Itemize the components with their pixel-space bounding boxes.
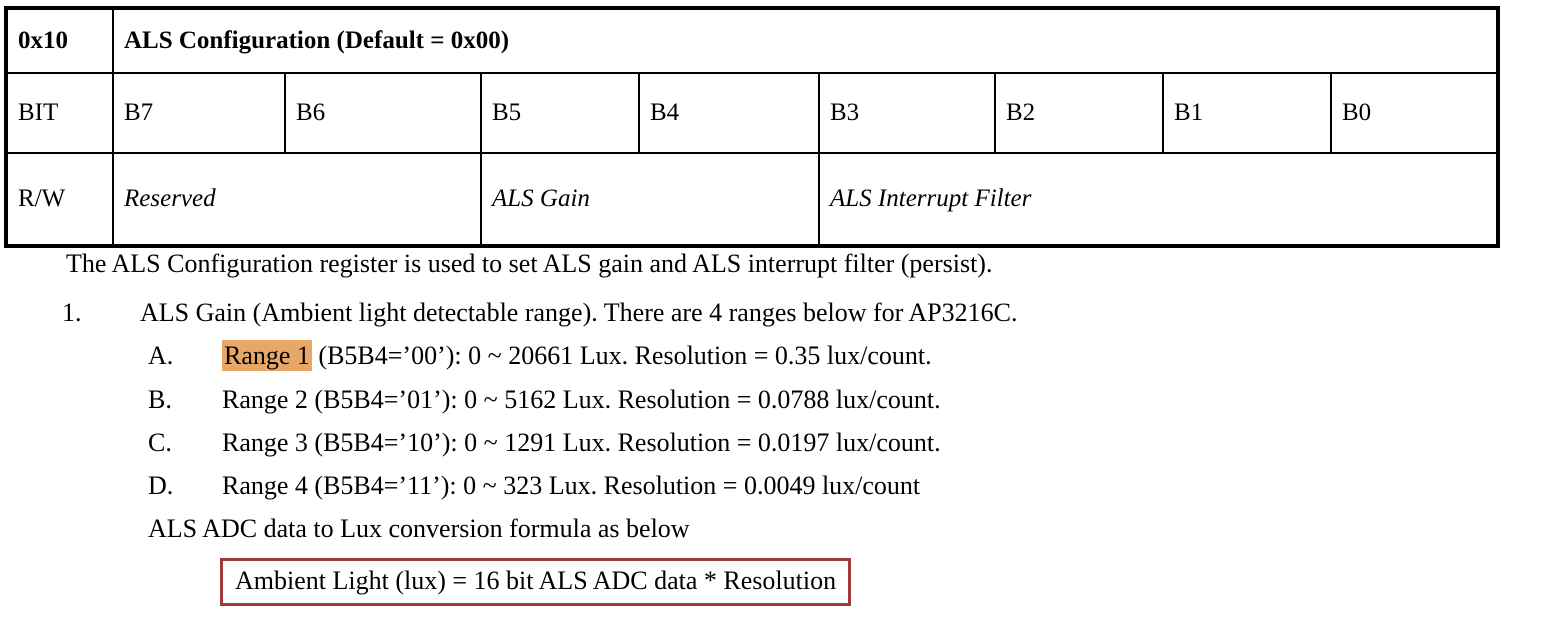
range-c-marker: C. xyxy=(148,427,172,457)
list-item-range-b: B. Range 2 (B5B4=’01’): 0 ~ 5162 Lux. Re… xyxy=(0,384,1546,415)
als-configuration-register-table: 0x10 ALS Configuration (Default = 0x00) … xyxy=(4,6,1501,248)
table-row-rw: R/W Reserved ALS Gain ALS Interrupt Filt… xyxy=(5,152,1500,247)
range-a-marker: A. xyxy=(148,341,174,371)
conversion-formula-box: Ambient Light (lux) = 16 bit ALS ADC dat… xyxy=(220,558,852,607)
bit-cell-b3: B3 xyxy=(818,72,996,154)
bit-cell-b2: B2 xyxy=(994,72,1164,154)
table-row-bit: BIT B7 B6 B5 B4 B3 B2 B1 B0 xyxy=(5,72,1500,154)
bit-row-label: BIT xyxy=(5,72,114,154)
range-b-details: (B5B4=’01’): 0 ~ 5162 Lux. Resolution = … xyxy=(307,384,941,414)
table-row-header: 0x10 ALS Configuration (Default = 0x00) xyxy=(5,7,1500,74)
register-address-cell: 0x10 xyxy=(5,7,114,74)
field-cell-reserved: Reserved xyxy=(112,152,482,247)
range-list: A. Range 1 (B5B4=’00’): 0 ~ 20661 Lux. R… xyxy=(0,340,1546,501)
bit-cell-b7: B7 xyxy=(112,72,286,154)
field-cell-als-interrupt-filter: ALS Interrupt Filter xyxy=(817,152,1500,247)
intro-paragraph: The ALS Configuration register is used t… xyxy=(66,249,993,278)
range-b-marker: B. xyxy=(148,384,172,414)
range-d-marker: D. xyxy=(148,470,174,500)
range-c-name: Range 3 xyxy=(222,427,308,457)
range-c-details: (B5B4=’10’): 0 ~ 1291 Lux. Resolution = … xyxy=(307,427,941,457)
list-item-1: 1. ALS Gain (Ambient light detectable ra… xyxy=(0,297,1546,328)
range-d-details: (B5B4=’11’): 0 ~ 323 Lux. Resolution = 0… xyxy=(307,470,921,500)
field-cell-als-gain: ALS Gain xyxy=(480,152,820,247)
list-item-1-marker: 1. xyxy=(62,298,82,328)
bit-cell-b4: B4 xyxy=(638,72,820,154)
range-a-details: (B5B4=’00’): 0 ~ 20661 Lux. Resolution =… xyxy=(311,341,932,371)
bit-cell-b6: B6 xyxy=(284,72,482,154)
rw-row-label: R/W xyxy=(5,152,114,247)
register-table: 0x10 ALS Configuration (Default = 0x00) … xyxy=(4,6,1501,248)
list-item-range-c: C. Range 3 (B5B4=’10’): 0 ~ 1291 Lux. Re… xyxy=(0,427,1546,458)
list-item-1-text: ALS Gain (Ambient light detectable range… xyxy=(140,298,1018,328)
list-item-range-d: D. Range 4 (B5B4=’11’): 0 ~ 323 Lux. Res… xyxy=(0,470,1546,501)
formula-intro-line: ALS ADC data to Lux conversion formula a… xyxy=(148,514,690,544)
bit-cell-b0: B0 xyxy=(1329,72,1500,154)
list-item-range-a: A. Range 1 (B5B4=’00’): 0 ~ 20661 Lux. R… xyxy=(0,340,1546,372)
range-d-name: Range 4 xyxy=(222,470,308,500)
range-a-name-highlight: Range 1 xyxy=(222,340,312,372)
body-text-section: The ALS Configuration register is used t… xyxy=(0,248,1546,607)
bit-cell-b1: B1 xyxy=(1162,72,1332,154)
range-b-name: Range 2 xyxy=(222,384,308,414)
bit-cell-b5: B5 xyxy=(480,72,640,154)
register-title-cell: ALS Configuration (Default = 0x00) xyxy=(111,7,1500,74)
